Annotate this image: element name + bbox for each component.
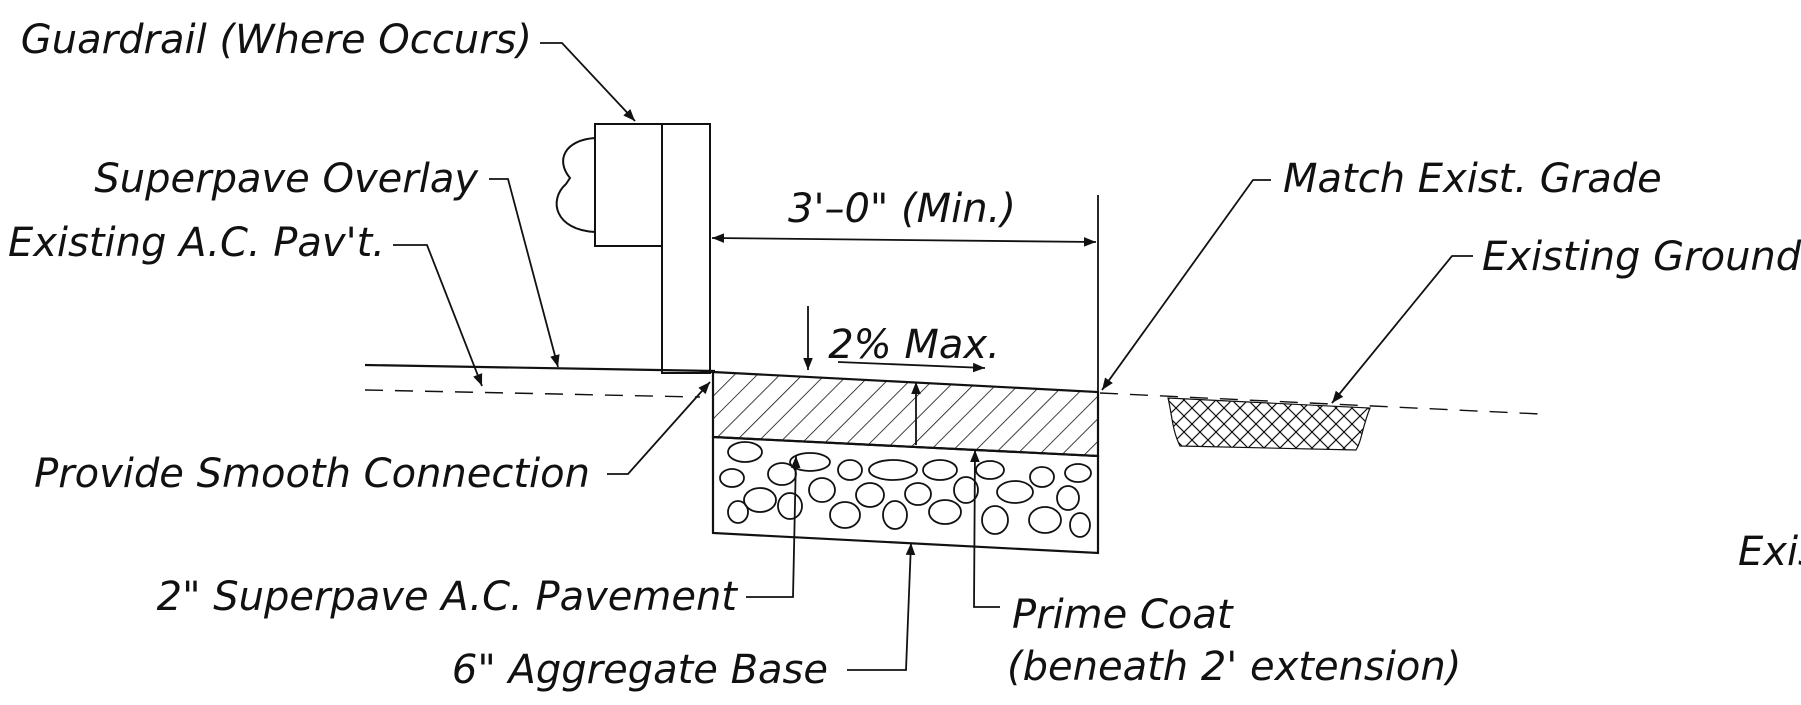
aggregate-base-label: 6" Aggregate Base [452,647,828,693]
leaders [393,42,1473,671]
existing-ac-label: Existing A.C. Pav't. [8,220,385,266]
existing-ground-patch [1167,397,1371,451]
slope-arrow [837,361,986,373]
superpave-overlay-label: Superpave Overlay [94,156,479,202]
match-grade-label: Match Exist. Grade [1283,156,1662,202]
guardrail [555,123,711,374]
prime-coat-note-label: (beneath 2' extension) [1007,644,1461,690]
prime-coat-label: Prime Coat [1012,592,1234,638]
ac-pavement-layer [711,370,1100,458]
edge-cutoff-label: Exis [1738,529,1801,575]
smooth-connection-label: Provide Smooth Connection [34,451,590,497]
existing-pavement-dashed [364,389,701,398]
existing-ground-label: Existing Ground [1482,234,1801,280]
guardrail-w-beam [555,137,596,233]
guardrail-blockout [594,123,663,247]
superpave-pavement-label: 2" Superpave A.C. Pavement [157,574,739,620]
dimension-label: 3'–0" (Min.) [788,186,1016,232]
aggregate-stones [719,441,1092,538]
guardrail-post [661,123,711,374]
guardrail-label: Guardrail (Where Occurs) [21,17,532,63]
aggregate-base-layer [711,435,1100,555]
width-dimension [711,195,1099,392]
slope-label: 2% Max. [828,322,1000,368]
overlay-surface-line [364,363,716,373]
pavement-section [700,370,1100,555]
existing-ground-dashed [1099,392,1541,415]
